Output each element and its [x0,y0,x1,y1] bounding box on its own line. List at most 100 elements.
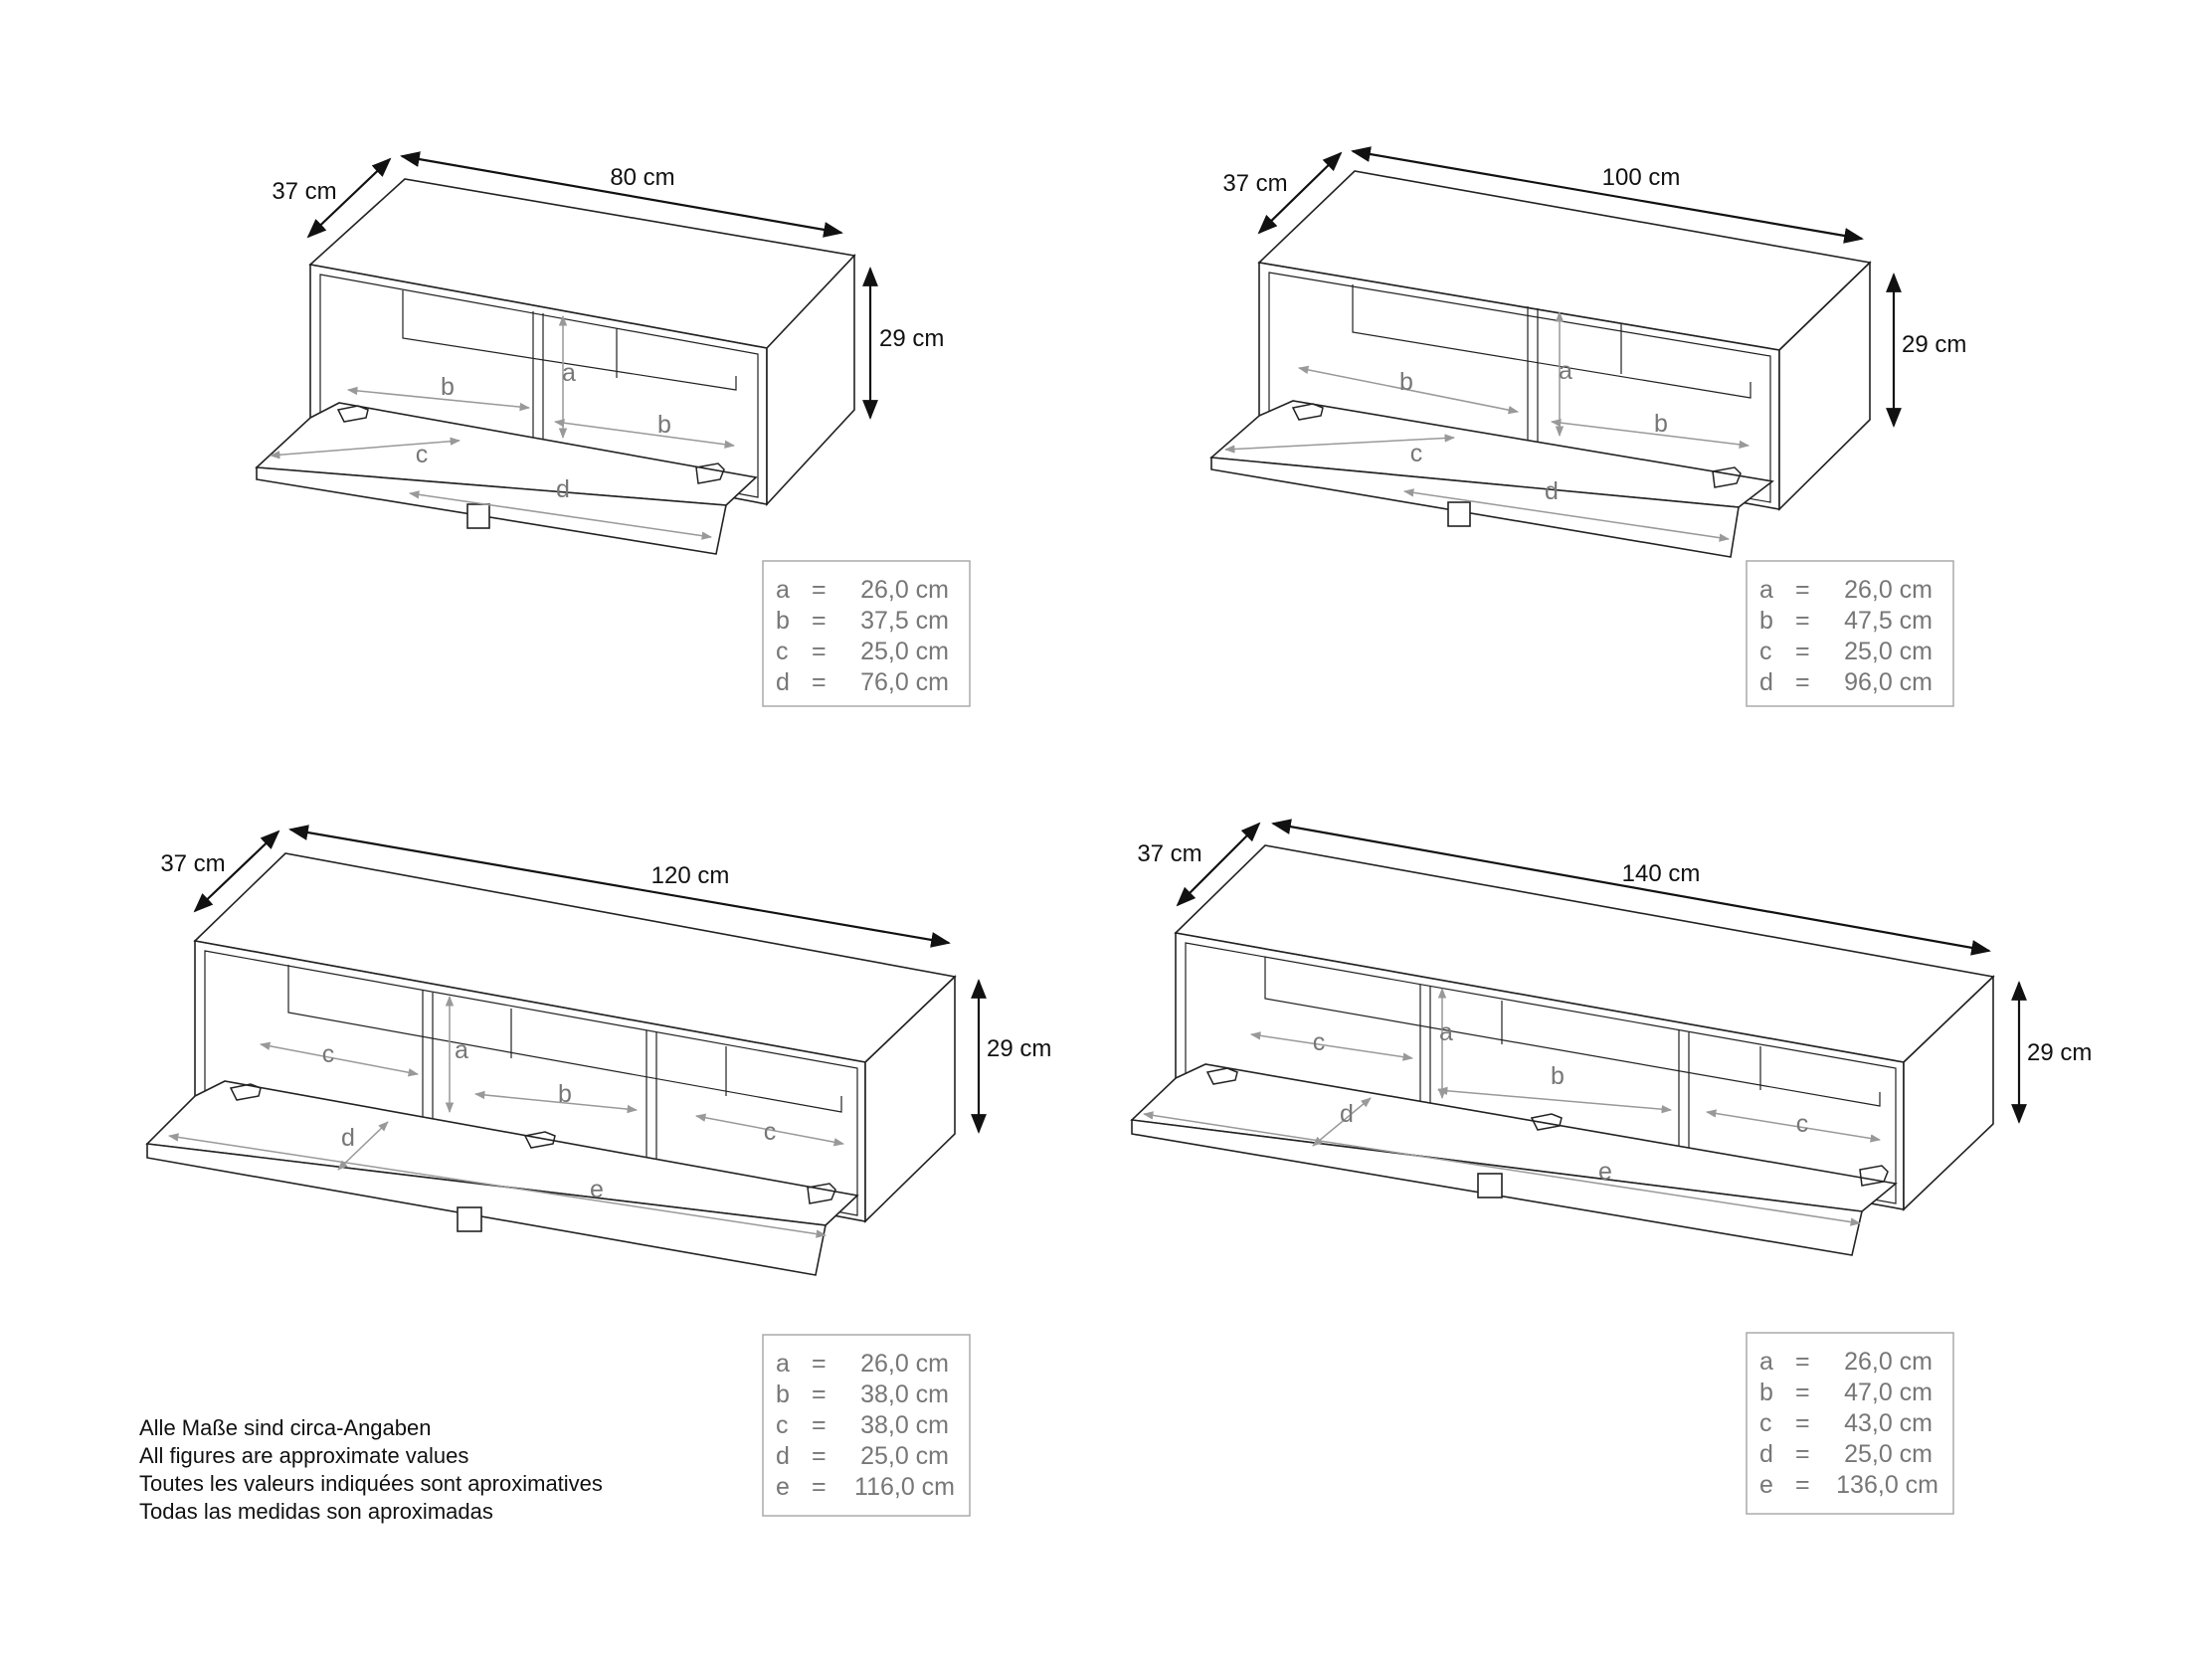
label-a: a [455,1036,468,1064]
legend-key: c [1759,638,1772,665]
legend-key: d [776,668,790,696]
cabinet-120-dimensions: 37 cm 120 cm 29 cm c a b c d e [160,825,1051,1238]
legend-key: d [776,1442,790,1470]
cabinet-100-dimensions: 37 cm 100 cm 29 cm b a b c d [1222,146,1966,542]
label-c: c [322,1040,335,1068]
label-b: b [1654,410,1668,438]
legend-key: a [1759,1348,1773,1376]
height-label: 29 cm [987,1035,1051,1062]
label-d: d [341,1124,355,1152]
legend-eq: = [1795,638,1810,665]
legend-box-120: a = 26,0 cm b = 38,0 cm c = 38,0 cm d = … [762,1334,971,1517]
legend-key: e [1759,1471,1773,1499]
depth-label: 37 cm [272,178,336,205]
label-b: b [1551,1062,1565,1090]
legend-value: 38,0 cm [860,1411,949,1439]
legend-key: a [1759,576,1773,604]
legend-value: 116,0 cm [854,1473,955,1501]
legend-value: 38,0 cm [860,1381,949,1408]
legend-eq: = [812,638,827,665]
label-b: b [558,1080,572,1108]
legend-key: b [1759,607,1773,635]
cabinet-100 [1209,170,1872,558]
cabinet-140-dimensions: 37 cm 140 cm 29 cm c a b c d e [1137,819,2092,1226]
note-line-de: Alle Maße sind circa-Angaben [139,1415,432,1440]
legend-eq: = [1795,1471,1810,1499]
legend-value: 26,0 cm [860,576,949,604]
legend-eq: = [1795,1348,1810,1376]
legend-key: e [776,1473,790,1501]
legend-value: 76,0 cm [860,668,949,696]
depth-label: 37 cm [160,850,225,877]
height-label: 29 cm [2027,1039,2092,1066]
legend-eq: = [812,1411,827,1439]
legend-eq: = [1795,1409,1810,1437]
legend-value: 47,0 cm [1844,1379,1933,1406]
legend-key: b [776,1381,790,1408]
cabinet-80-dimensions: 37 cm 80 cm 29 cm b a b c d [269,151,944,540]
legend-eq: = [1795,668,1810,696]
legend-key: b [776,607,790,635]
legend-box-140: a = 26,0 cm b = 47,0 cm c = 43,0 cm d = … [1746,1332,1954,1515]
legend-eq: = [812,1381,827,1408]
legend-value: 47,5 cm [1844,607,1933,635]
width-label: 140 cm [1622,860,1701,887]
label-c: c [416,441,429,468]
legend-key: c [1759,1409,1772,1437]
legend-key: a [776,576,790,604]
legend-key: d [1759,1440,1773,1468]
label-c: c [1313,1028,1326,1056]
width-label: 100 cm [1602,164,1681,191]
note-line-en: All figures are approximate values [139,1443,469,1468]
label-a: a [1439,1018,1453,1046]
legend-key: a [776,1350,790,1378]
legend-box-100: a = 26,0 cm b = 47,5 cm c = 25,0 cm d = … [1746,560,1954,707]
legend-eq: = [1795,1440,1810,1468]
label-d: d [556,475,570,503]
legend-key: b [1759,1379,1773,1406]
legend-eq: = [1795,607,1810,635]
legend-value: 136,0 cm [1836,1471,1938,1499]
legend-value: 25,0 cm [860,1442,949,1470]
height-label: 29 cm [1902,331,1966,358]
legend-value: 26,0 cm [1844,1348,1933,1376]
label-c: c [1410,440,1423,467]
label-e: e [590,1176,604,1203]
legend-eq: = [812,1442,827,1470]
label-d: d [1340,1100,1354,1128]
legend-eq: = [1795,1379,1810,1406]
legend-key: c [776,638,789,665]
label-b: b [1399,368,1413,396]
label-b: b [441,373,455,401]
note-line-es: Todas las medidas son aproximadas [139,1499,493,1524]
label-e: e [1598,1158,1612,1186]
legend-box-80: a = 26,0 cm b = 37,5 cm c = 25,0 cm d = … [762,560,971,707]
label-c: c [1796,1110,1809,1138]
label-a: a [562,359,576,387]
label-a: a [1559,357,1572,385]
legend-key: c [776,1411,789,1439]
legend-value: 25,0 cm [1844,638,1933,665]
cabinet-140 [1130,844,1995,1256]
legend-eq: = [812,1350,827,1378]
legend-eq: = [812,1473,827,1501]
width-label: 80 cm [610,164,674,191]
legend-key: d [1759,668,1773,696]
legend-eq: = [812,668,827,696]
label-c: c [764,1118,777,1146]
legend-value: 43,0 cm [1844,1409,1933,1437]
legend-value: 26,0 cm [860,1350,949,1378]
note-line-fr: Toutes les valeurs indiquées sont aproxi… [139,1471,603,1496]
legend-value: 25,0 cm [1844,1440,1933,1468]
legend-value: 37,5 cm [860,607,949,635]
height-label: 29 cm [879,325,944,352]
label-b: b [657,411,671,439]
approximate-values-note: Alle Maße sind circa-Angaben All figures… [139,1414,603,1526]
legend-value: 96,0 cm [1844,668,1933,696]
depth-label: 37 cm [1222,170,1287,197]
width-label: 120 cm [651,862,730,889]
legend-eq: = [1795,576,1810,604]
depth-label: 37 cm [1137,840,1201,867]
cabinet-120 [145,852,957,1276]
